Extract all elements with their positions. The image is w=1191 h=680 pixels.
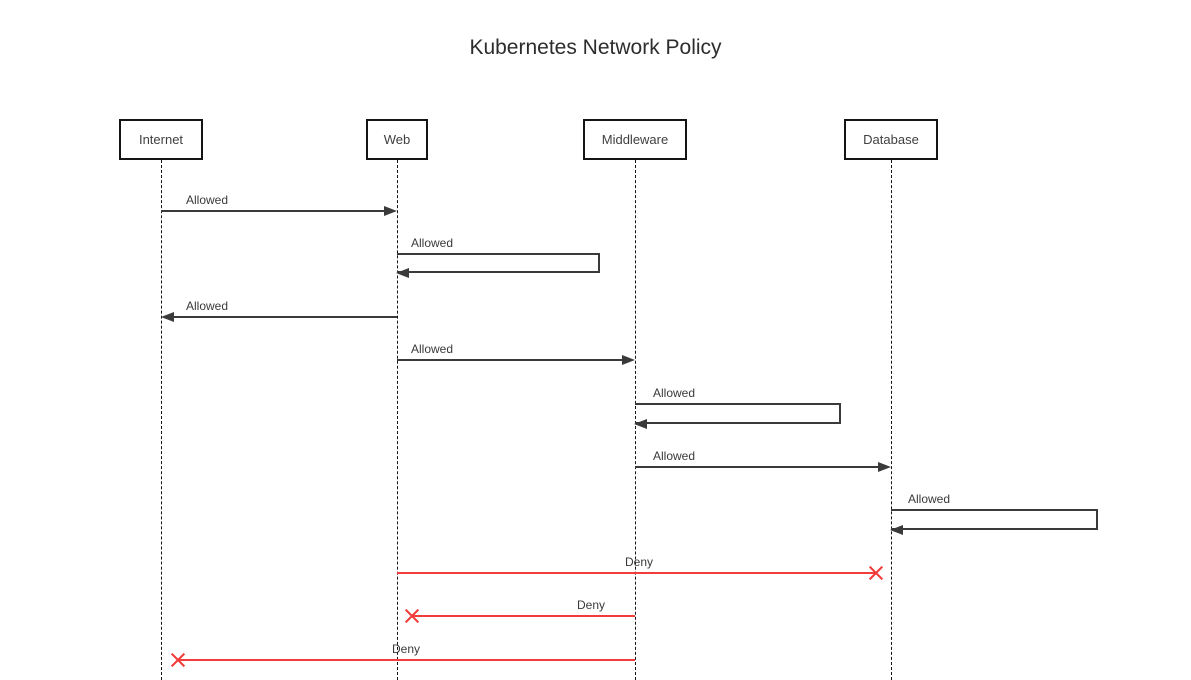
message-label: Allowed (653, 386, 696, 400)
arrowhead-icon (622, 355, 635, 365)
arrowhead-icon (161, 312, 174, 322)
deny-x-icon (169, 651, 187, 669)
deny-line (178, 659, 635, 661)
actor-box-web: Web (366, 119, 428, 160)
arrowhead-icon (396, 268, 409, 278)
message-label: Allowed (411, 342, 454, 356)
message-label: Deny (624, 555, 654, 569)
actor-box-middleware: Middleware (583, 119, 687, 160)
arrowhead-icon (878, 462, 891, 472)
deny-line (397, 572, 876, 574)
message-line (397, 359, 624, 361)
arrowhead-icon (890, 525, 903, 535)
actor-label: Internet (138, 132, 184, 147)
actor-label: Web (383, 132, 411, 147)
actor-box-database: Database (844, 119, 938, 160)
message-label: Deny (391, 642, 421, 656)
message-label: Allowed (908, 492, 951, 506)
actor-label: Database (863, 132, 919, 147)
message-label: Allowed (186, 299, 229, 313)
deny-line (412, 615, 635, 617)
arrowhead-icon (384, 206, 397, 216)
message-label: Allowed (411, 236, 454, 250)
message-label: Allowed (186, 193, 229, 207)
message-line (635, 466, 880, 468)
self-loop (891, 509, 1098, 530)
self-loop (397, 253, 600, 273)
deny-x-icon (403, 607, 421, 625)
actor-box-internet: Internet (119, 119, 203, 160)
lifeline-database (891, 160, 892, 680)
message-label: Allowed (653, 449, 696, 463)
diagram-title: Kubernetes Network Policy (469, 36, 722, 59)
arrowhead-icon (634, 419, 647, 429)
message-label: Deny (576, 598, 606, 612)
message-line (172, 316, 397, 318)
actor-label: Middleware (601, 132, 669, 147)
lifeline-web (397, 160, 398, 680)
deny-x-icon (867, 564, 885, 582)
lifeline-internet (161, 160, 162, 680)
self-loop (635, 403, 841, 424)
message-line (161, 210, 386, 212)
